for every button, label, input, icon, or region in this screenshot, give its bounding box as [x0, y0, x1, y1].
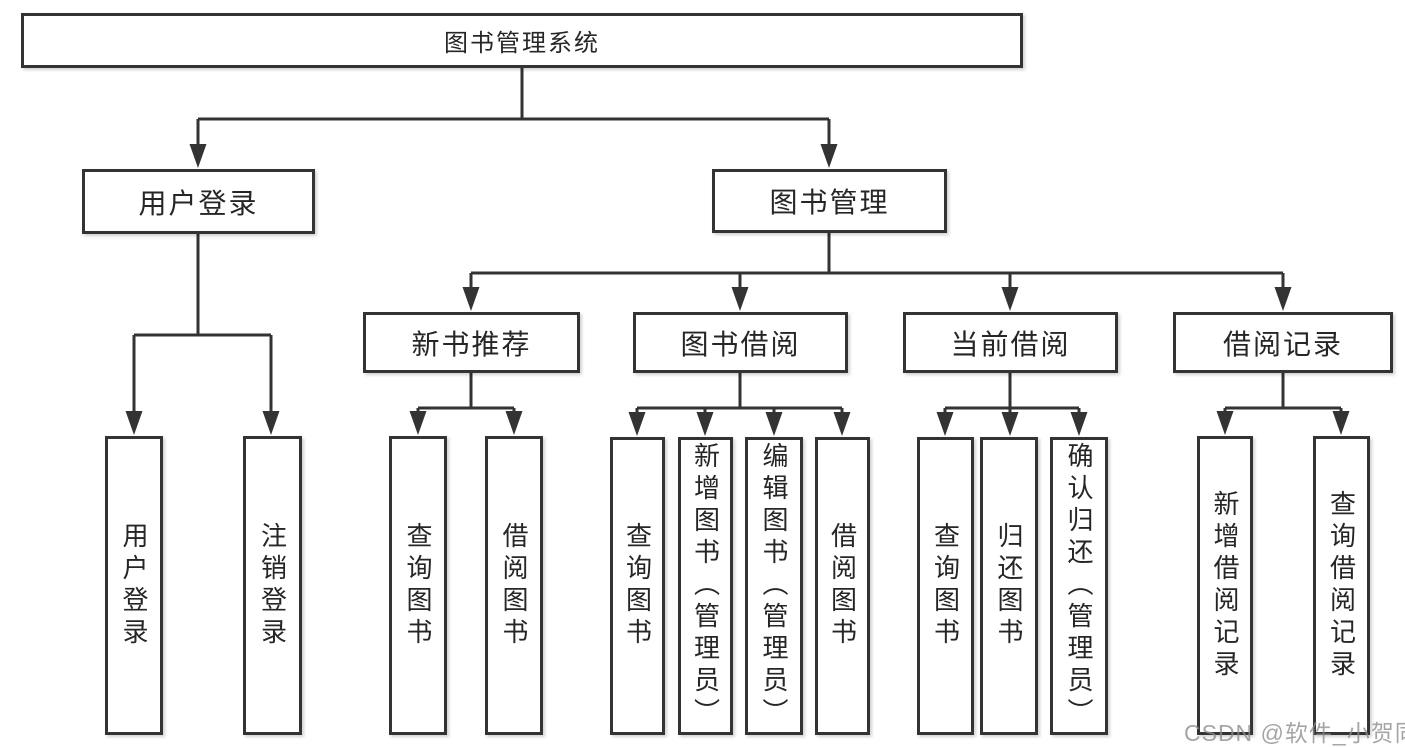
leaf-user-login: 用户登录 — [105, 436, 163, 735]
connector-root-to-level2 — [189, 68, 838, 168]
leaf-bb-query-books: 查询图书 — [610, 437, 665, 735]
node-library-system-label: 图书管理系统 — [444, 30, 600, 57]
leaf-nb-borrow-books-label: 借阅图书 — [499, 521, 529, 650]
leaf-bb-edit-books-admin: 编辑图书（管理员） — [745, 437, 803, 735]
node-book-borrowing-label: 图书借阅 — [680, 328, 801, 360]
connector-user-login-branch — [125, 234, 280, 435]
leaf-nb-query-books-label: 查询图书 — [403, 521, 433, 650]
node-borrowing-records: 借阅记录 — [1173, 312, 1393, 373]
leaf-logout: 注销登录 — [243, 436, 302, 735]
leaf-br-query-record-label: 查询借阅记录 — [1326, 489, 1357, 682]
leaf-cb-confirm-return-admin-label: 确认归还（管理员） — [1064, 442, 1094, 730]
leaf-cb-return-books: 归还图书 — [980, 437, 1038, 735]
leaf-br-add-record-label: 新增借阅记录 — [1210, 489, 1240, 682]
node-user-login-label: 用户登录 — [138, 187, 259, 219]
leaf-br-add-record: 新增借阅记录 — [1197, 436, 1253, 735]
node-new-book-recommendation-label: 新书推荐 — [411, 328, 532, 360]
node-book-borrowing: 图书借阅 — [633, 312, 848, 373]
node-new-book-recommendation: 新书推荐 — [363, 312, 580, 373]
leaf-bb-query-books-label: 查询图书 — [622, 522, 653, 650]
leaf-user-login-label: 用户登录 — [119, 521, 149, 650]
node-current-borrowing-label: 当前借阅 — [950, 328, 1071, 360]
leaf-br-query-record: 查询借阅记录 — [1313, 436, 1370, 735]
leaf-cb-confirm-return-admin: 确认归还（管理员） — [1050, 437, 1108, 735]
leaf-cb-return-books-label: 归还图书 — [994, 522, 1024, 650]
leaf-bb-borrow-books-label: 借阅图书 — [827, 522, 858, 650]
node-library-system: 图书管理系统 — [21, 13, 1023, 68]
node-current-borrowing: 当前借阅 — [903, 312, 1118, 373]
leaf-nb-query-books: 查询图书 — [389, 436, 447, 735]
connector-borrowing-records-branch — [1216, 373, 1350, 435]
node-borrowing-records-label: 借阅记录 — [1222, 328, 1343, 360]
leaf-bb-borrow-books: 借阅图书 — [815, 437, 870, 735]
csdn-watermark: CSDN @软件_小贺同学 — [1184, 720, 1405, 746]
connector-current-borrowing-branch — [936, 373, 1088, 436]
leaf-bb-edit-books-admin-label: 编辑图书（管理员） — [759, 442, 789, 730]
leaf-bb-add-books-admin-label: 新增图书（管理员） — [690, 442, 721, 730]
connector-new-book-branch — [409, 373, 523, 435]
leaf-cb-query-books: 查询图书 — [917, 437, 974, 735]
node-book-management-label: 图书管理 — [769, 187, 890, 218]
node-user-login: 用户登录 — [82, 169, 315, 234]
leaf-bb-add-books-admin: 新增图书（管理员） — [678, 437, 733, 735]
connector-book-management-branch — [462, 233, 1292, 311]
leaf-logout-label: 注销登录 — [257, 521, 288, 650]
leaf-nb-borrow-books: 借阅图书 — [485, 436, 543, 735]
leaf-cb-query-books-label: 查询图书 — [930, 522, 961, 650]
connector-book-borrowing-branch — [628, 373, 851, 436]
node-book-management: 图书管理 — [712, 169, 947, 233]
